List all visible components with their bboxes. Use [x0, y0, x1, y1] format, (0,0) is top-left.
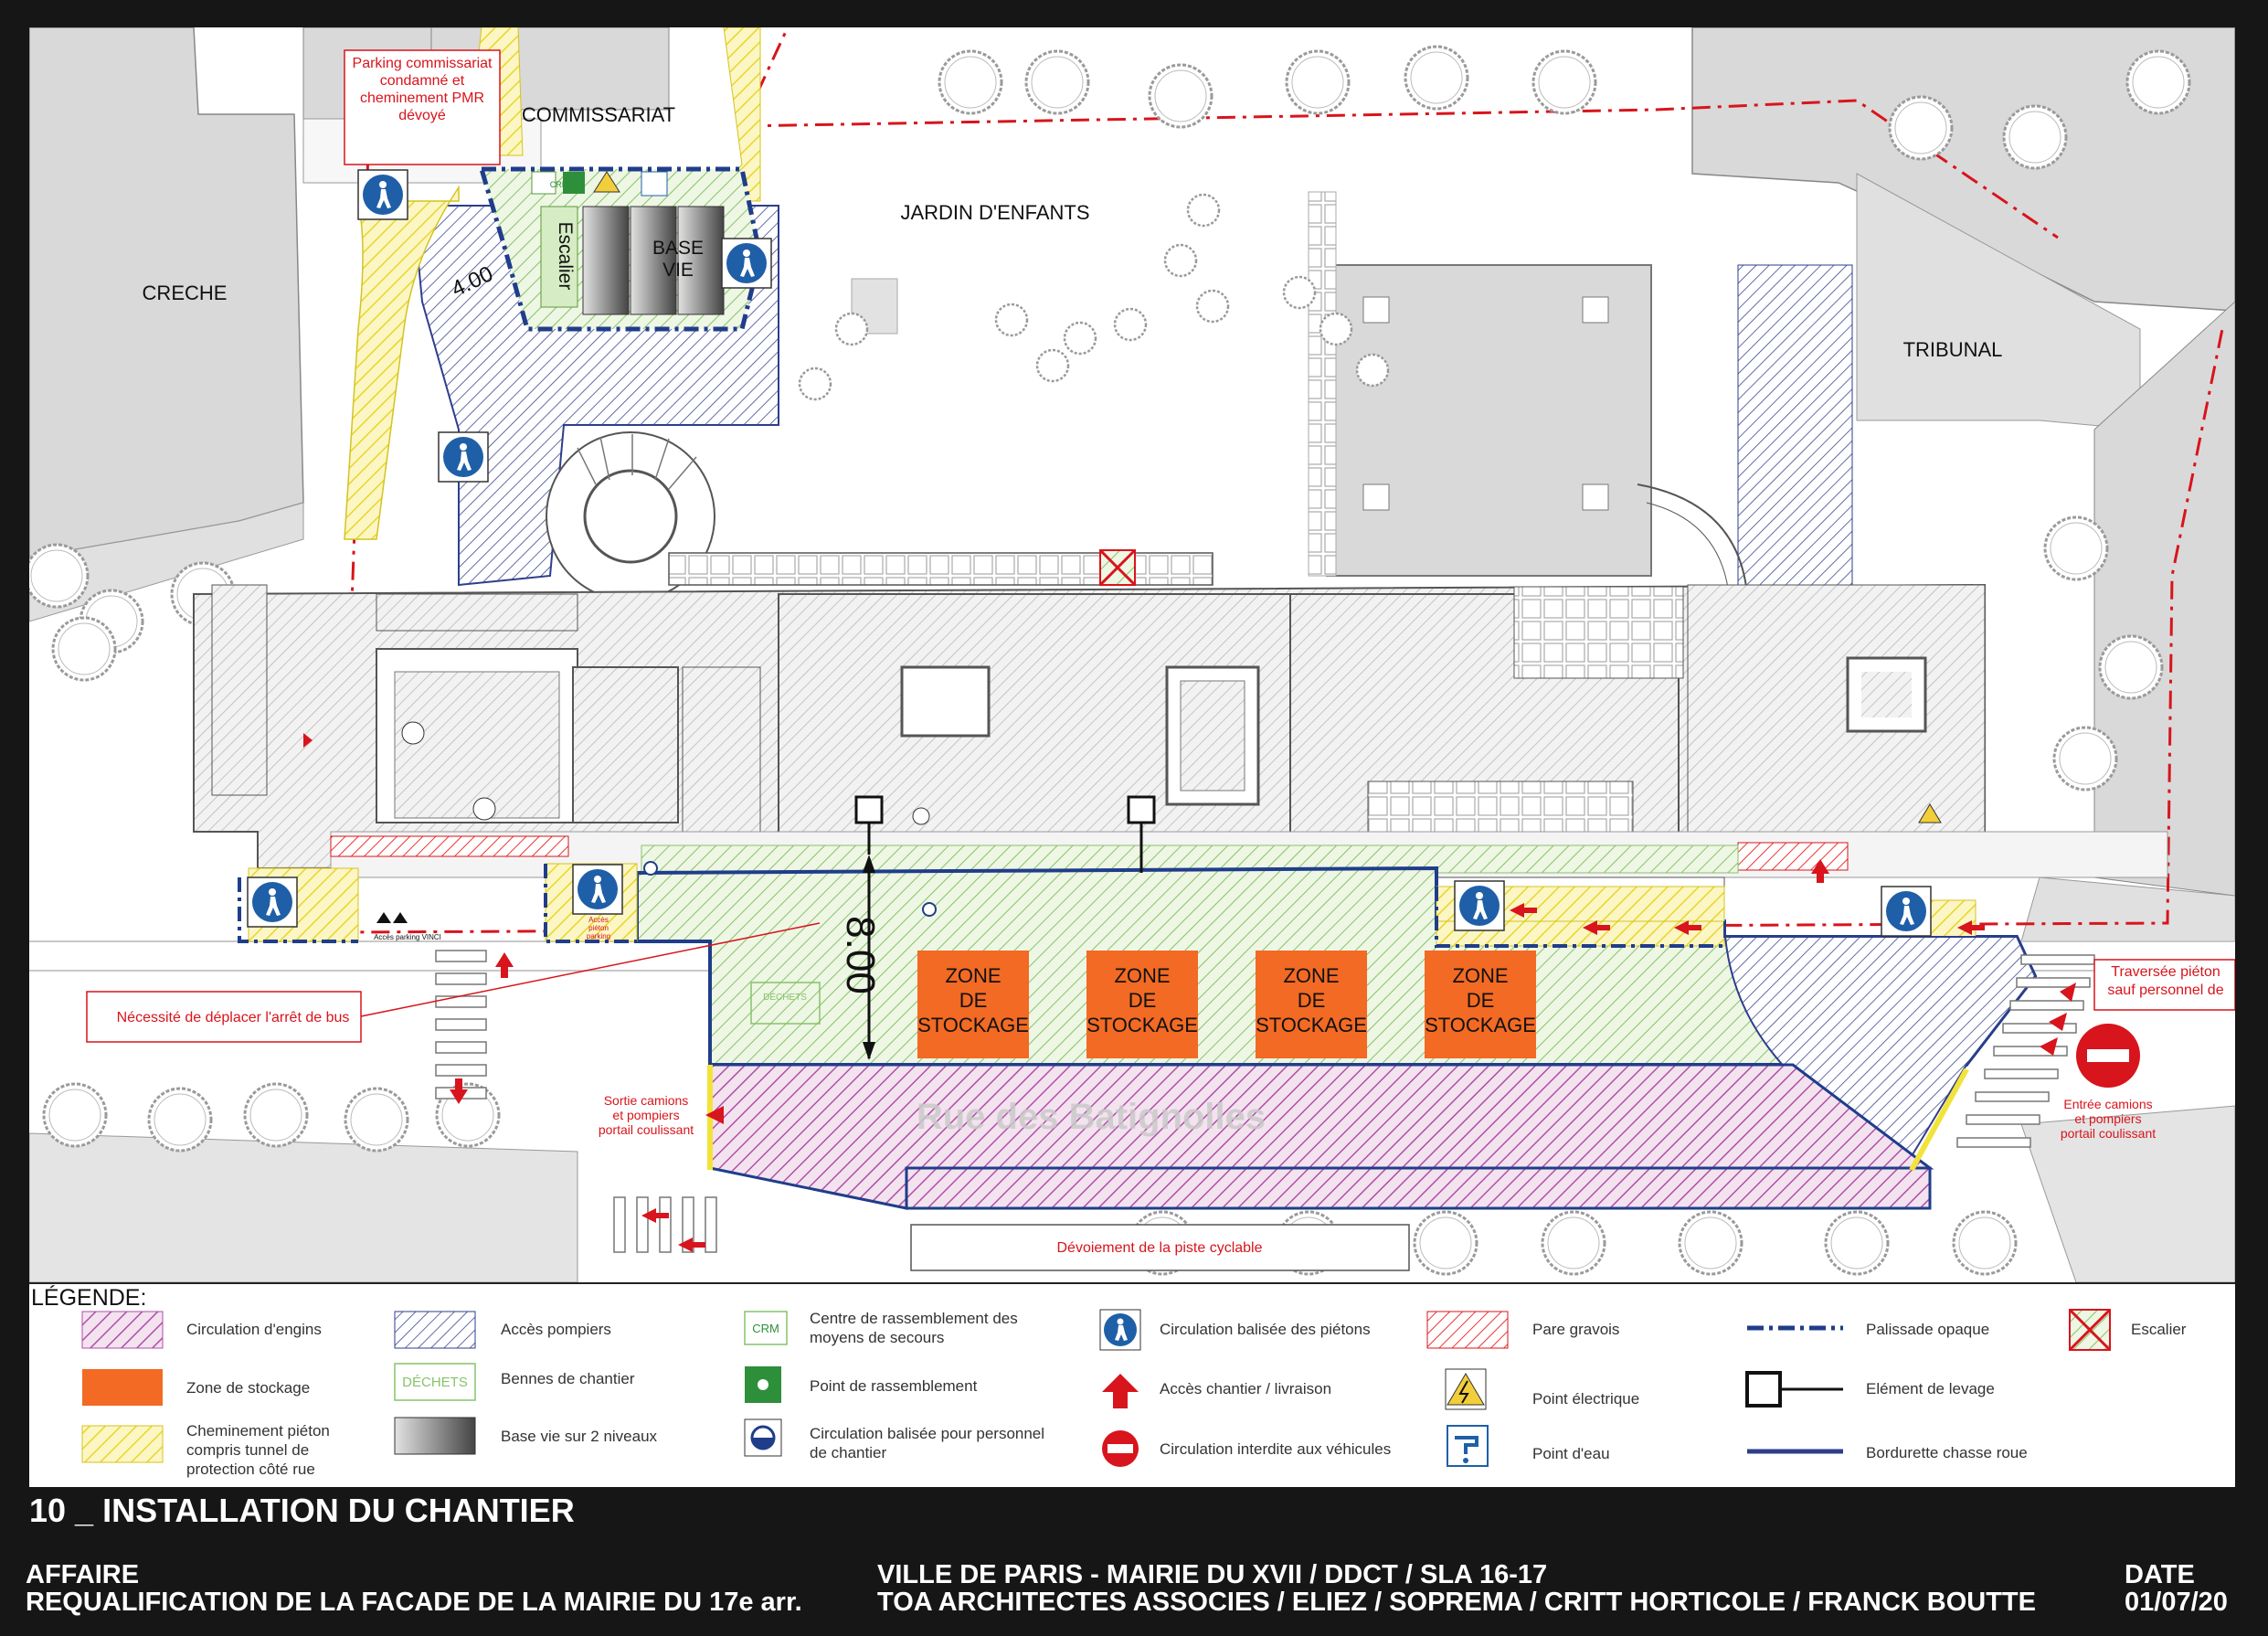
legend-levage: Elément de levage — [1866, 1380, 1995, 1397]
sheet-title: 10 _ INSTALLATION DU CHANTIER — [29, 1492, 575, 1529]
legend-title: LÉGENDE: — [31, 1285, 147, 1311]
affaire-value: REQUALIFICATION DE LA FACADE DE LA MAIRI… — [26, 1588, 802, 1617]
bus-stop-note: Nécessité de déplacer l'arrêt de bus — [117, 1010, 350, 1025]
legend-escalier: Escalier — [2131, 1321, 2187, 1338]
storage-zone-4: ZONE DE STOCKAGE — [1425, 964, 1536, 1036]
legend-gravois: Pare gravois — [1532, 1321, 1620, 1338]
no-entry-icon — [2076, 1024, 2140, 1088]
swatch-stockage — [82, 1369, 163, 1406]
rassemblement-icon — [745, 1366, 781, 1403]
storage-zone-2: ZONE DE STOCKAGE — [1086, 964, 1198, 1036]
label-commissariat: COMMISSARIAT — [522, 103, 675, 126]
label-escalier: Escalier — [555, 222, 576, 291]
bike-path-note: Dévoiement de la piste cyclable — [1056, 1240, 1262, 1256]
dimension-main: 8.00 — [838, 916, 883, 994]
legend-swatches: CRM DÉCHETS — [81, 1308, 2112, 1467]
legend-engins: Circulation d'engins — [186, 1321, 322, 1338]
legend-base-vie: Base vie sur 2 niveaux — [501, 1428, 658, 1445]
storage-zones — [917, 951, 1536, 1058]
swatch-engins — [81, 1311, 164, 1349]
legend: CRM DÉCHETS LÉGENDE: Circulation d'engin… — [29, 1282, 2235, 1487]
swatch-crm — [744, 1311, 788, 1345]
storage-zone-3: ZONE DE STOCKAGE — [1256, 964, 1367, 1036]
legend-interdite: Circulation interdite aux véhicules — [1160, 1440, 1392, 1458]
crm-badge-legend: CRM — [752, 1322, 779, 1335]
dimension-line — [863, 855, 875, 1060]
exit-trucks-note: Sortie camions et pompiers portail couli… — [598, 1093, 694, 1137]
legend-stockage: Zone de stockage — [186, 1379, 311, 1397]
label-creche: CRECHE — [143, 282, 228, 304]
swatch-bennes — [394, 1363, 476, 1401]
date-value: 01/07/20 — [2125, 1588, 2228, 1617]
engins-zone — [707, 1063, 1969, 1210]
pedestrian-crossings — [435, 950, 2095, 1253]
staff-circulation-icon — [744, 1418, 782, 1457]
legend-pieton: Cheminement piéton compris tunnel de pro… — [186, 1422, 330, 1478]
delivery-arrows — [303, 733, 2076, 1252]
parking-access-note: Accès parking VINCI — [374, 933, 441, 941]
legend-acces-livraison: Accès chantier / livraison — [1160, 1380, 1332, 1397]
base-vie-area — [478, 166, 763, 332]
street-name: Rue des Batignolles — [917, 1097, 1266, 1137]
staff-marker-icons — [376, 861, 937, 923]
storage-zone-1: ZONE DE STOCKAGE — [917, 964, 1029, 1036]
delivery-arrow-icon — [1102, 1374, 1139, 1408]
escalier-marker — [1098, 548, 1137, 587]
lifting-elements — [854, 795, 1156, 873]
site-plan-drawing: CRECHE COMMISSARIAT JARDIN D'ENFANTS TRI… — [29, 27, 2235, 1282]
garden-and-tribunal — [851, 191, 1853, 595]
no-entry-legend-icon — [1102, 1430, 1139, 1467]
client-line-2: TOA ARCHITECTES ASSOCIES / ELIEZ / SOPRE… — [877, 1588, 2036, 1617]
swatch-pompiers — [394, 1311, 476, 1349]
swatch-gravois — [1426, 1311, 1509, 1349]
escalier-legend-icon — [2068, 1308, 2112, 1352]
annotation-frames — [86, 49, 2235, 1271]
dechets-badge-plan: DÉCHETS — [763, 991, 807, 1003]
entry-trucks-note: Entrée camions et pompiers portail couli… — [2060, 1097, 2157, 1141]
parking-notice: Parking commissariat condamné et chemine… — [352, 56, 493, 123]
mairie-building — [193, 583, 1986, 870]
label-tribunal: TRIBUNAL — [1903, 338, 2003, 361]
pedestrian-icon — [1099, 1309, 1141, 1351]
swatch-base-vie — [394, 1417, 476, 1455]
label-jardin: JARDIN D'ENFANTS — [900, 201, 1089, 224]
legend-crm: Centre de rassemblement des moyens de se… — [810, 1310, 1018, 1346]
date-label: DATE — [2125, 1560, 2195, 1589]
client-line-1: VILLE DE PARIS - MAIRIE DU XVII / DDCT /… — [877, 1560, 1548, 1589]
legend-pompiers: Accès pompiers — [501, 1321, 611, 1338]
legend-circ-personnel: Circulation balisée pour personnel de ch… — [810, 1425, 1045, 1461]
dechets-badge-legend: DÉCHETS — [402, 1375, 468, 1390]
electric-icon — [1445, 1368, 1487, 1410]
crm-badge-plan: CRM — [550, 180, 569, 189]
water-icon — [1447, 1425, 1489, 1467]
swatch-pieton — [81, 1425, 164, 1463]
affaire-label: AFFAIRE — [26, 1560, 140, 1589]
legend-circ-pietons: Circulation balisée des piétons — [1160, 1321, 1371, 1338]
legend-eau: Point d'eau — [1532, 1445, 1610, 1462]
base-vie-label: BASE VIE — [652, 238, 705, 281]
legend-bennes: Bennes de chantier — [501, 1370, 635, 1387]
site-plan: CRECHE COMMISSARIAT JARDIN D'ENFANTS TRI… — [29, 27, 2235, 1282]
legend-palissade: Palissade opaque — [1866, 1321, 1990, 1338]
legend-rassemblement: Point de rassemblement — [810, 1377, 978, 1395]
crossing-note: Traversée piéton sauf personnel de — [2107, 964, 2224, 998]
legend-bordurette: Bordurette chasse roue — [1866, 1444, 2028, 1461]
lifting-legend-icon — [1745, 1371, 1843, 1408]
legend-electrique: Point électrique — [1532, 1390, 1640, 1408]
pedestrian-access-note: Accès piéton parking — [586, 916, 611, 940]
